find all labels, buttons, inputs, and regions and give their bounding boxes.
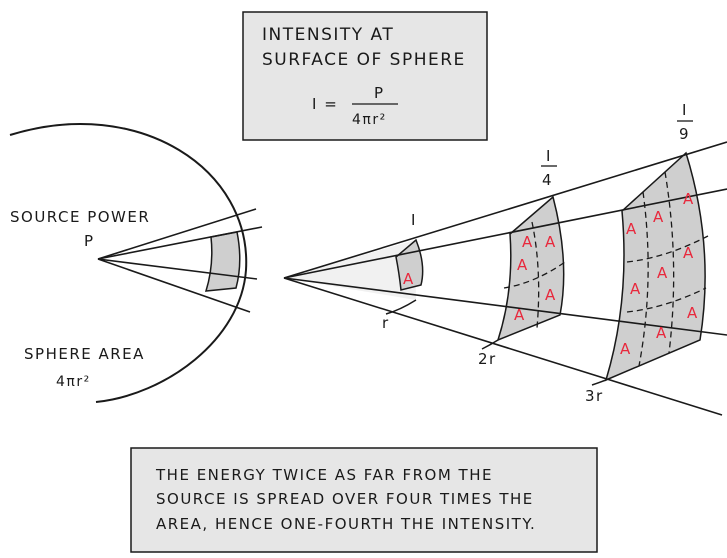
- grid-2r-vertical: [531, 221, 540, 329]
- area-label-3r-2: A: [653, 208, 664, 226]
- area-label-3r-1: A: [683, 190, 694, 208]
- radius-arc-2r: [481, 339, 499, 350]
- intensity-label-3r-denominator: 9: [679, 125, 690, 143]
- area-label-2r-1: A: [522, 233, 533, 251]
- area-label-2r-3: A: [517, 256, 528, 274]
- formula-numerator: P: [374, 84, 385, 102]
- intensity-label-r: I: [411, 211, 417, 229]
- radius-arc-r: [385, 299, 417, 315]
- sphere-area-label: SPHERE AREA: [24, 345, 145, 363]
- formula-box-line1: INTENSITY AT: [262, 25, 394, 45]
- source-power-label: SOURCE POWER: [10, 208, 150, 226]
- radius-label-2r: 2r: [478, 350, 497, 368]
- radius-arc-3r: [591, 379, 607, 386]
- sphere-ray-1: [97, 208, 257, 260]
- grid-3r-vertical-1: [638, 191, 649, 367]
- explanation-box: THE ENERGY TWICE AS FAR FROM THE SOURCE …: [130, 447, 598, 553]
- radius-label-3r: 3r: [585, 387, 604, 405]
- intensity-label-3r-numerator: I: [682, 101, 688, 119]
- area-label-3r-8: A: [656, 324, 667, 342]
- grid-2r-horizontal: [503, 261, 566, 289]
- sphere-surface-patch: [204, 231, 241, 292]
- area-label-r: A: [403, 270, 414, 288]
- cone-ray-3: [283, 277, 727, 336]
- explanation-line3: AREA, HENCE ONE-FOURTH THE INTENSITY.: [156, 515, 536, 533]
- formula-lhs: I =: [312, 95, 338, 113]
- sphere-area-formula: 4πr²: [56, 374, 91, 390]
- p-label: P: [84, 232, 95, 250]
- area-label-2r-5: A: [514, 306, 525, 324]
- area-label-3r-3: A: [626, 220, 637, 238]
- cone-ray-4: [283, 277, 723, 416]
- sphere-arc: [9, 123, 248, 403]
- area-label-3r-7: A: [687, 304, 698, 322]
- explanation-box-background: [130, 447, 598, 553]
- area-label-2r-4: A: [545, 286, 556, 304]
- explanation-line2: SOURCE IS SPREAD OVER FOUR TIMES THE: [156, 490, 534, 508]
- cone-inner-shading: [284, 240, 416, 300]
- grid-3r-horizontal-1: [626, 235, 709, 263]
- intensity-label-2r-numerator: I: [546, 147, 552, 165]
- cone-ray-2: [283, 188, 727, 279]
- area-label-3r-4: A: [683, 244, 694, 262]
- area-label-3r-6: A: [630, 280, 641, 298]
- area-label-3r-9: A: [620, 340, 631, 358]
- formula-box-background: [242, 11, 488, 141]
- cone-diagram: A A A A A A A A A A A A A A A I I 4 I 9 …: [283, 101, 727, 416]
- intensity-formula-box: INTENSITY AT SURFACE OF SPHERE I = P 4πr…: [242, 11, 488, 141]
- sphere-diagram: SOURCE POWER P SPHERE AREA 4πr²: [9, 123, 263, 403]
- sphere-ray-2: [97, 226, 263, 260]
- cone-ray-1: [283, 141, 727, 279]
- formula-box-line2: SURFACE OF SPHERE: [262, 50, 466, 70]
- explanation-line1: THE ENERGY TWICE AS FAR FROM THE: [155, 466, 493, 484]
- grid-3r-horizontal-2: [626, 287, 707, 313]
- area-label-2r-2: A: [545, 233, 556, 251]
- area-label-3r-5: A: [657, 264, 668, 282]
- sphere-ray-3: [97, 258, 258, 280]
- grid-3r-vertical-2: [664, 171, 675, 354]
- intensity-label-2r-denominator: 4: [542, 171, 553, 189]
- formula-denominator: 4πr²: [352, 112, 387, 128]
- patch-2r: [496, 195, 565, 342]
- sphere-ray-4: [97, 258, 251, 313]
- radius-label-r: r: [382, 314, 390, 332]
